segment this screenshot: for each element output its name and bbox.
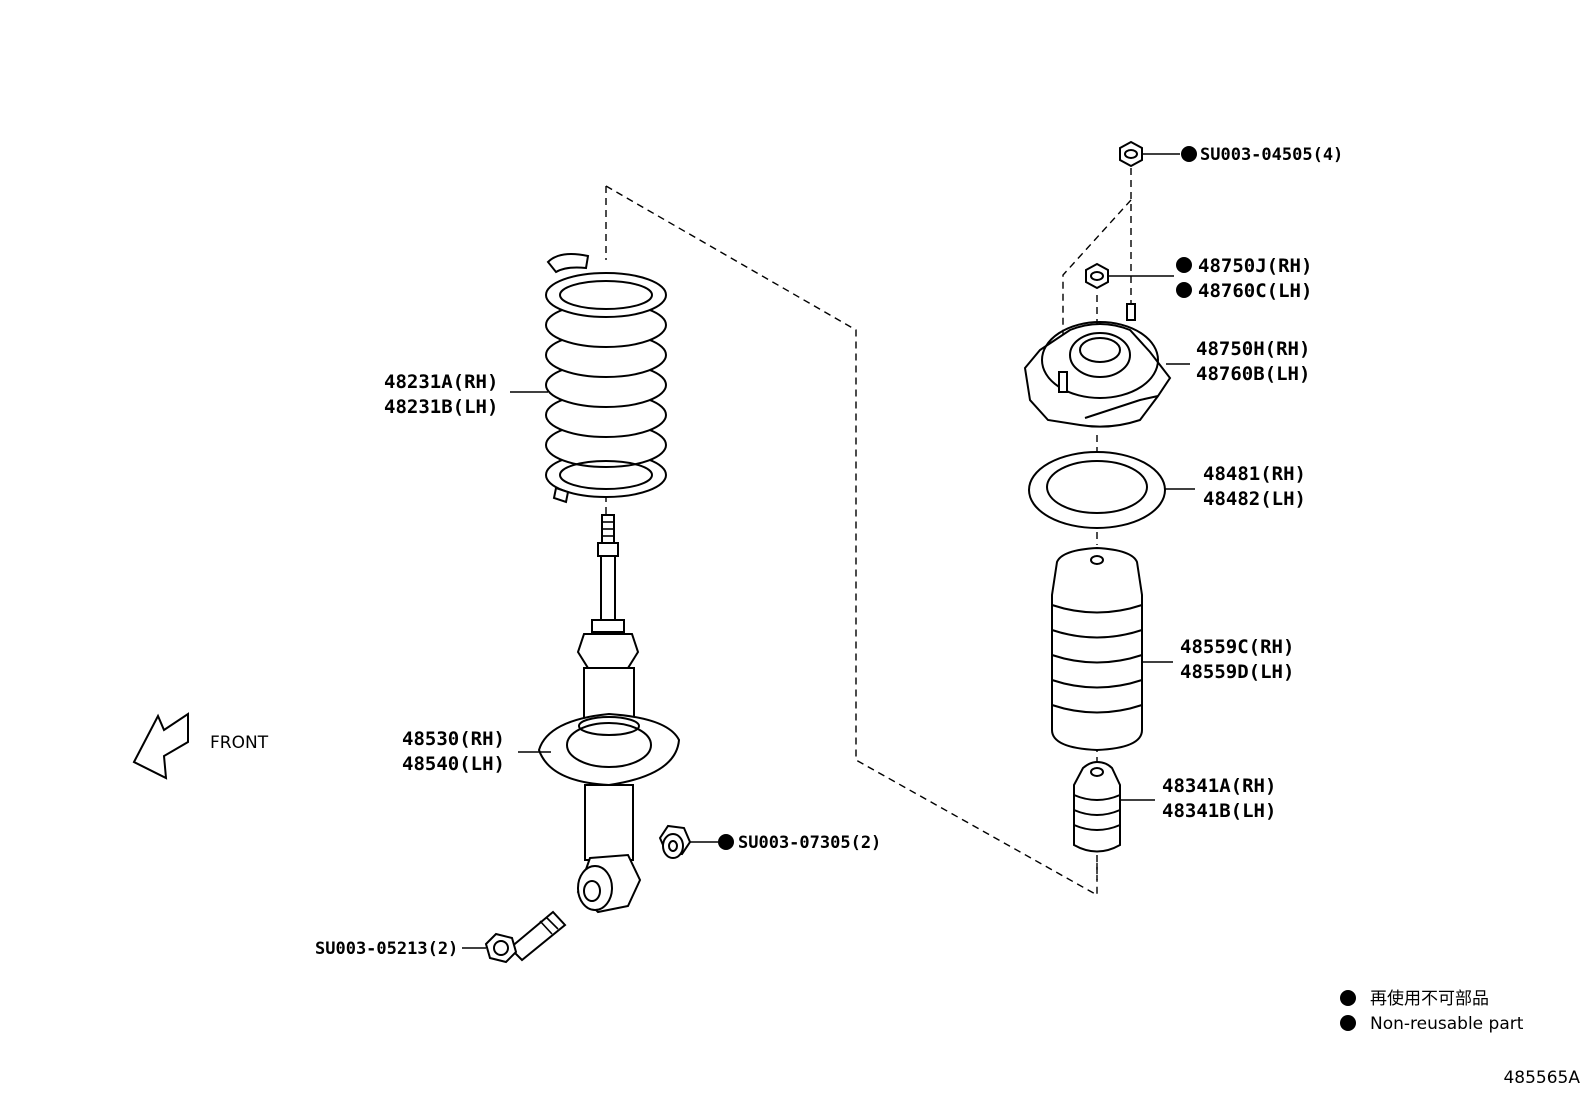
bump-stopper-rh-label: 48341A(RH) <box>1162 775 1276 797</box>
legend-dot <box>1340 990 1356 1006</box>
assembly-dashed-lines <box>605 168 1132 897</box>
non-reusable-markers <box>718 146 1356 1031</box>
dust-boot[interactable] <box>1051 546 1143 752</box>
non-reusable-dot <box>1181 146 1197 162</box>
legend-japanese: 再使用不可部品 <box>1370 988 1489 1009</box>
spring-seat-lh-label: 48482(LH) <box>1203 488 1306 510</box>
coil-spring-lh-label: 48231B(LH) <box>384 396 498 418</box>
dust-boot-lh-label: 48559D(LH) <box>1180 661 1294 683</box>
lower-nut-label: SU003-07305(2) <box>738 833 881 853</box>
bump-stopper[interactable] <box>1073 760 1121 853</box>
diagram-id: 485565A <box>1503 1068 1580 1088</box>
strut-mount[interactable] <box>1023 303 1172 428</box>
upper-nut[interactable] <box>1119 140 1143 168</box>
strut-nut-rh-label: 48750J(RH) <box>1198 255 1312 277</box>
dust-boot-rh-label: 48559C(RH) <box>1180 636 1294 658</box>
shock-absorber[interactable] <box>537 514 681 914</box>
shock-absorber-lh-label: 48540(LH) <box>402 753 505 775</box>
leader-lines <box>462 153 1195 949</box>
non-reusable-dot <box>718 834 734 850</box>
bump-stopper-lh-label: 48341B(LH) <box>1162 800 1276 822</box>
lower-nut[interactable] <box>658 824 692 859</box>
coil-spring[interactable] <box>545 253 667 504</box>
upper-nut-label: SU003-04505(4) <box>1200 145 1343 165</box>
strut-nut-lh-label: 48760C(LH) <box>1198 280 1312 302</box>
coil-spring-rh-label: 48231A(RH) <box>384 371 498 393</box>
front-label: FRONT <box>210 733 269 753</box>
strut-mount-rh-label: 48750H(RH) <box>1196 338 1310 360</box>
legend-dot <box>1340 1015 1356 1031</box>
non-reusable-dot <box>1176 257 1192 273</box>
strut-mount-lh-label: 48760B(LH) <box>1196 363 1310 385</box>
lower-bolt-label: SU003-05213(2) <box>315 939 458 959</box>
shock-absorber-rh-label: 48530(RH) <box>402 728 505 750</box>
strut-nut[interactable] <box>1085 262 1109 290</box>
spring-seat[interactable] <box>1028 451 1166 529</box>
lower-bolt[interactable] <box>484 910 567 964</box>
front-arrow-icon <box>132 712 189 780</box>
legend-english: Non-reusable part <box>1370 1014 1524 1034</box>
non-reusable-dot <box>1176 282 1192 298</box>
spring-seat-rh-label: 48481(RH) <box>1203 463 1306 485</box>
